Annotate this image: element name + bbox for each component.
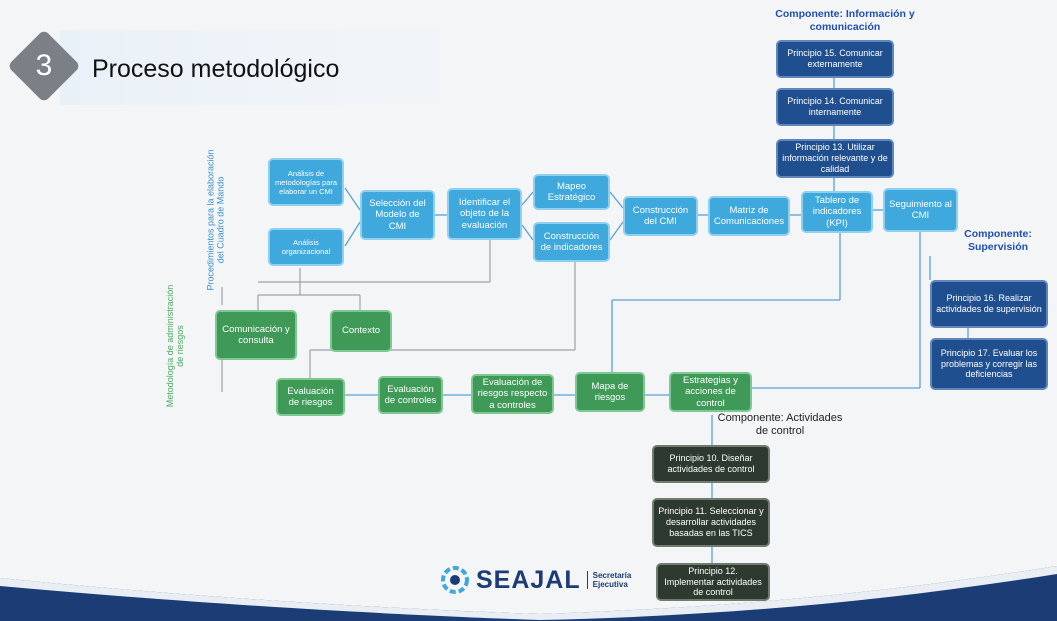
metodologia-label: Metodología de administración de riesgos xyxy=(165,284,186,408)
logo-sub-line2: Ejecutiva xyxy=(592,580,628,589)
section-number: 3 xyxy=(35,49,53,82)
node-analisis-metodologias: Análisis de metodologías para elaborar u… xyxy=(268,158,344,206)
node-principio-12: Principio 12. Implementar actividades de… xyxy=(656,563,770,601)
component-informacion-label: Componente: Información y comunicación xyxy=(775,8,915,33)
node-contexto: Contexto xyxy=(330,310,392,352)
node-evaluacion-riesgos-controles: Evaluación de riesgos respecto a control… xyxy=(471,374,554,414)
node-evaluacion-controles: Evaluación de controles xyxy=(378,376,443,414)
node-comunicacion-consulta: Comunicación y consulta xyxy=(215,310,297,360)
node-seleccion-modelo: Selección del Modelo de CMI xyxy=(360,190,435,240)
node-evaluacion-riesgos: Evaluación de riesgos xyxy=(276,378,345,416)
node-construccion-indicadores: Construcción de indicadores xyxy=(533,222,610,262)
procedimientos-label: Procedimientos para la elaboración del C… xyxy=(205,149,226,291)
node-identificar-objeto: Identificar el objeto de la evaluación xyxy=(447,188,522,240)
node-tablero-indicadores: Tablero de indicadores (KPI) xyxy=(801,191,873,233)
node-principio-14: Principio 14. Comunicar internamente xyxy=(776,88,894,126)
title-band xyxy=(60,30,500,105)
node-principio-16: Principio 16. Realizar actividades de su… xyxy=(930,280,1048,328)
component-supervision-label: Componente: Supervisión xyxy=(964,228,1032,253)
node-principio-15: Principio 15. Comunicar externamente xyxy=(776,40,894,78)
node-principio-10: Principio 10. Diseñar actividades de con… xyxy=(652,445,770,483)
node-estrategias-acciones: Estrategias y acciones de control xyxy=(669,372,752,412)
node-mapa-riesgos: Mapa de riesgos xyxy=(575,372,645,412)
logo-name: SEAJAL xyxy=(476,565,581,594)
component-actividades-label: Componente: Actividades de control xyxy=(717,412,843,438)
seajal-logo-icon xyxy=(441,566,469,594)
slide-title: Proceso metodológico xyxy=(92,55,340,83)
node-analisis-organizacional: Análisis organizacional xyxy=(268,228,344,266)
node-principio-17-evaluar: Principio 17. Evaluar los problemas y co… xyxy=(930,338,1048,390)
node-seguimiento-cmi: Seguimiento al CMI xyxy=(883,188,958,232)
node-principio-13: Principio 13. Utilizar información relev… xyxy=(776,139,894,178)
node-matriz-comunicaciones: Matriz de Comunicaciones xyxy=(708,196,790,236)
node-principio-11: Principio 11. Seleccionar y desarrollar … xyxy=(652,498,770,547)
node-construccion-cmi: Construcción del CMI xyxy=(623,196,698,236)
logo-sub-line1: Secretaría xyxy=(592,570,632,580)
seajal-logo: SEAJAL Secretaría Ejecutiva xyxy=(440,565,631,595)
node-mapeo-estrategico: Mapeo Estratégico xyxy=(533,174,610,210)
bottom-swoosh xyxy=(0,566,1057,621)
logo-subtitle: Secretaría Ejecutiva xyxy=(586,570,632,590)
